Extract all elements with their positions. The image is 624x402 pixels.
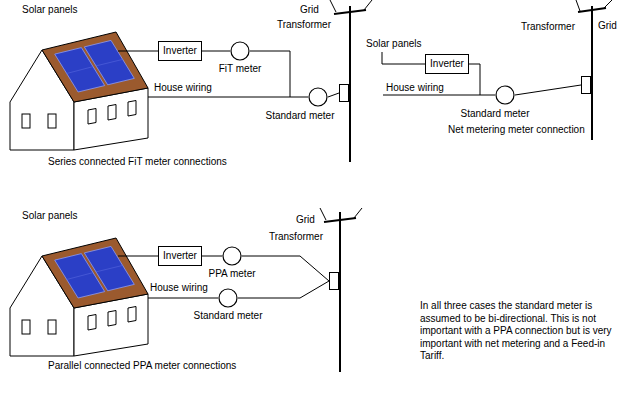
- diagram-label: Solar panels: [22, 4, 78, 16]
- wire-connector: [328, 93, 339, 97]
- box-label: Inverter: [430, 58, 464, 70]
- diagram-label: Grid: [300, 4, 319, 16]
- inverter-box: Inverter: [425, 54, 469, 74]
- diagram-label: Solar panels: [22, 210, 78, 222]
- note-text: In all three cases the standard meter is…: [420, 300, 616, 363]
- box-label: Inverter: [163, 250, 197, 262]
- inverter-box: Inverter: [158, 41, 202, 61]
- meter-circle: FiT meter: [230, 41, 250, 61]
- diagram-label: House wiring: [386, 82, 444, 94]
- node-label: Transformer: [521, 21, 575, 33]
- box-label: Inverter: [163, 45, 197, 57]
- diagram-label: Grid: [296, 214, 315, 226]
- diagram-label: Parallel connected PPA meter connections: [48, 360, 236, 372]
- meter-outline: [218, 288, 238, 308]
- node-label: FiT meter: [219, 63, 262, 75]
- wire-connector: [469, 64, 495, 95]
- node-label: Standard meter: [266, 110, 335, 122]
- transformer-box: Transformer: [581, 76, 591, 94]
- node-label: Transformer: [269, 231, 323, 243]
- meter-circle: PPA meter: [222, 246, 242, 266]
- transformer-box: Transformer: [329, 272, 339, 290]
- wire-connector: [202, 51, 230, 52]
- meter-circle: Standard meter: [308, 87, 328, 107]
- inverter-box: Inverter: [158, 246, 202, 266]
- node-label: Standard meter: [194, 310, 263, 322]
- meter-outline: [230, 41, 250, 61]
- wire-connector: [238, 281, 329, 298]
- diagram-label: Net metering meter connection: [448, 124, 585, 136]
- meter-circle: Standard meter: [495, 85, 515, 105]
- transformer-box: Transformer: [339, 84, 349, 102]
- diagram-label: Series connected FiT meter connections: [48, 156, 227, 168]
- meter-outline: [222, 246, 242, 266]
- diagram-label: House wiring: [150, 282, 208, 294]
- node-label: Transformer: [277, 19, 331, 31]
- node-label: PPA meter: [208, 268, 255, 280]
- wire-connector: [202, 256, 222, 257]
- meter-outline: [495, 85, 515, 105]
- wire-connector: [515, 85, 581, 95]
- node-label: Standard meter: [461, 108, 530, 120]
- meter-circle: Standard meter: [218, 288, 238, 308]
- meter-outline: [308, 87, 328, 107]
- house-illustration: [10, 32, 148, 150]
- diagram-label: House wiring: [154, 82, 212, 94]
- diagram-label: Solar panels: [366, 38, 422, 50]
- diagram-label: Grid: [598, 20, 617, 32]
